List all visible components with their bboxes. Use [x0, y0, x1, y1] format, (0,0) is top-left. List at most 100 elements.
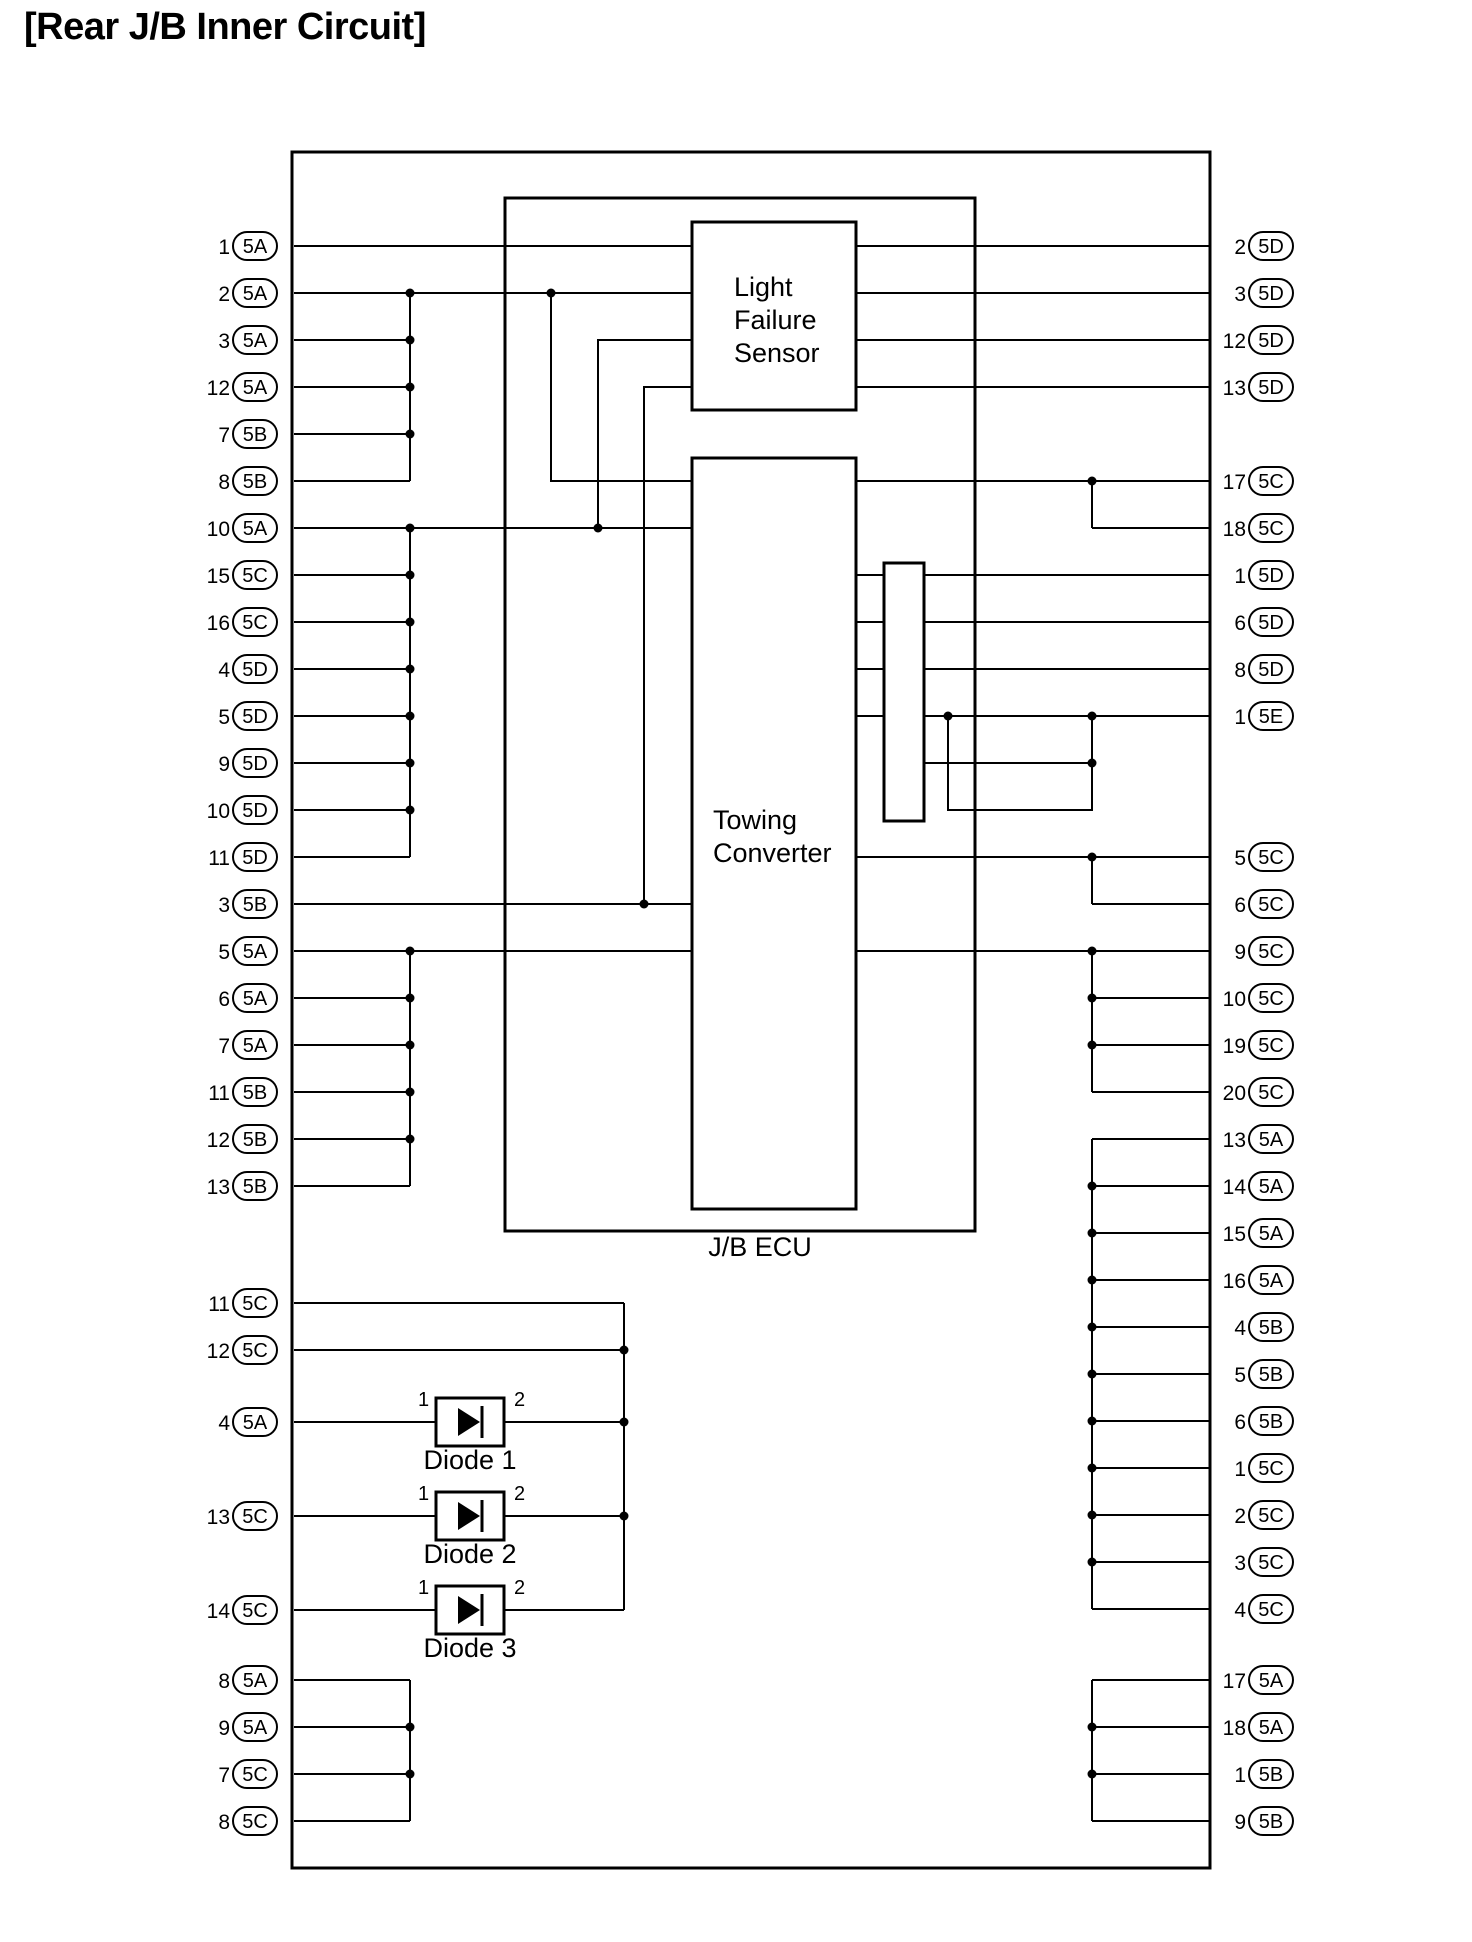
connector-badge — [1248, 1594, 1294, 1624]
connector-badge — [1248, 1171, 1294, 1201]
light-failure-sensor-label-1: Light — [734, 272, 793, 302]
connector-badge — [232, 466, 278, 496]
diode-icon — [458, 1596, 480, 1624]
sensor-input-wire — [643, 386, 692, 904]
terminal-pin-number: 10 — [207, 800, 230, 823]
left-terminal: 3 5A — [218, 325, 278, 355]
connector-code: 5C — [242, 1600, 268, 1622]
terminal-pin-number: 1 — [1234, 706, 1246, 729]
connector-code: 5C — [1258, 518, 1284, 540]
terminal-pin-number: 8 — [218, 1670, 230, 1693]
connector-badge — [1248, 1265, 1294, 1295]
page-title: [Rear J/B Inner Circuit] — [24, 6, 426, 48]
terminal-pin-number: 14 — [207, 1600, 231, 1623]
connector-badge — [232, 419, 278, 449]
connector-code: 5C — [1258, 471, 1284, 493]
junction-dot — [405, 993, 415, 1003]
connector-code: 5A — [243, 1670, 268, 1692]
connector-code: 5C — [242, 1764, 268, 1786]
connector-badge — [232, 325, 278, 355]
terminal-pin-number: 1 — [1234, 1764, 1246, 1787]
connector-badge — [1248, 278, 1294, 308]
connector-badge — [232, 1407, 278, 1437]
connector-code: 5B — [243, 471, 267, 493]
connector-code: 5A — [1259, 1129, 1284, 1151]
junction-dot — [405, 758, 415, 768]
junction-dot — [639, 899, 649, 909]
jb-ecu-box — [503, 196, 977, 1233]
terminal-pin-number: 13 — [1223, 1129, 1246, 1152]
junction-dot — [1087, 758, 1097, 768]
connector-badge — [232, 1806, 278, 1836]
connector-code: 5D — [242, 847, 268, 869]
diode-pin-label: 1 — [418, 1389, 429, 1411]
connector-code: 5C — [1258, 1505, 1284, 1527]
connector-badge — [232, 1030, 278, 1060]
connector-badge — [232, 1171, 278, 1201]
junction-dot — [405, 946, 415, 956]
junction-dot — [546, 288, 556, 298]
connector-badge — [232, 701, 278, 731]
junction-dot — [943, 711, 953, 721]
connector-badge — [232, 654, 278, 684]
terminal-pin-number: 6 — [1234, 612, 1246, 635]
connector-code: 5C — [1258, 1035, 1284, 1057]
terminal-pin-number: 14 — [1223, 1176, 1247, 1199]
connector-badge — [1248, 1547, 1294, 1577]
connector-badge — [232, 748, 278, 778]
connector-badge — [232, 936, 278, 966]
connector-badge — [232, 889, 278, 919]
connector-code: 5D — [242, 706, 268, 728]
terminal-pin-number: 6 — [1234, 894, 1246, 917]
connector-badge — [232, 795, 278, 825]
terminal-pin-number: 5 — [218, 706, 230, 729]
connector-badge — [1248, 372, 1294, 402]
connector-code: 5A — [243, 330, 268, 352]
connector-badge — [1248, 1759, 1294, 1789]
terminal-pin-number: 8 — [218, 1811, 230, 1834]
outer-frame — [290, 150, 1212, 1870]
terminal-pin-number: 11 — [208, 1293, 230, 1316]
terminal-pin-number: 2 — [218, 283, 230, 306]
left-terminal: 8 5A — [218, 1665, 278, 1695]
connector-code: 5A — [1259, 1270, 1284, 1292]
connector-code: 5D — [1258, 330, 1284, 352]
junction-dot — [1087, 852, 1097, 862]
junction-dot — [405, 1722, 415, 1732]
junction-dot — [1087, 1040, 1097, 1050]
terminal-pin-number: 3 — [218, 330, 230, 353]
light-failure-sensor-label-3: Sensor — [734, 338, 820, 368]
connector-badge — [232, 1077, 278, 1107]
junction-dot — [405, 1769, 415, 1779]
connector-badge — [232, 372, 278, 402]
connector-code: 5B — [1259, 1411, 1283, 1433]
connector-badge — [232, 1501, 278, 1531]
connector-code: 5A — [1259, 1670, 1284, 1692]
terminal-pin-number: 18 — [1223, 518, 1246, 541]
connector-code: 5C — [1258, 941, 1284, 963]
connector-code: 5A — [243, 1035, 268, 1057]
connector-code: 5C — [1258, 1599, 1284, 1621]
junction-dot — [405, 288, 415, 298]
terminal-pin-number: 9 — [218, 753, 230, 776]
junction-dot — [405, 664, 415, 674]
